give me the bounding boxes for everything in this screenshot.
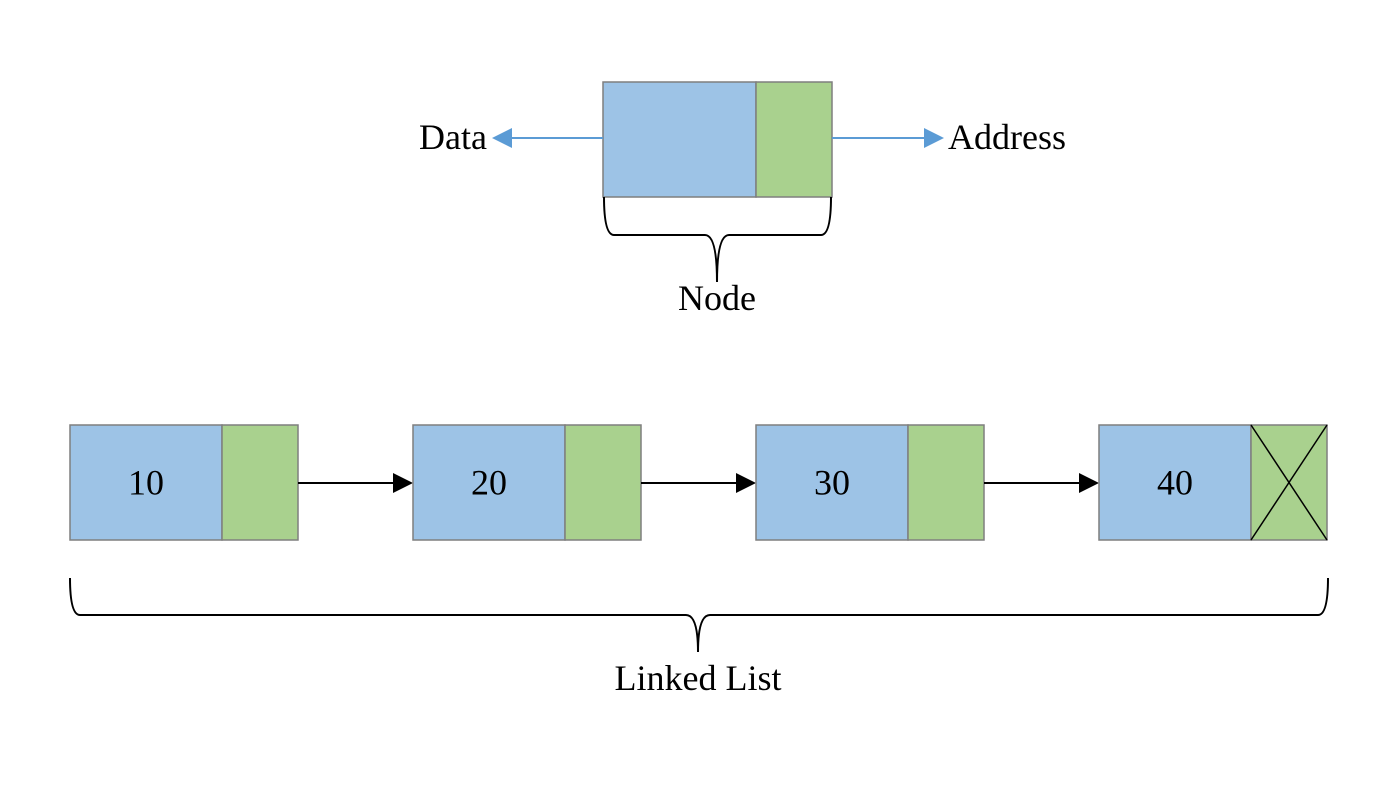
legend-address-label: Address <box>948 117 1066 157</box>
list-node: 10 <box>69 424 299 541</box>
node-label: Node <box>678 278 756 318</box>
node-address-field <box>907 424 985 541</box>
linked-list-brace <box>69 577 1329 653</box>
node-data-field <box>412 424 566 541</box>
list-node: 40 <box>1098 424 1328 541</box>
legend-address-field <box>755 81 833 198</box>
list-node: 20 <box>412 424 642 541</box>
null-pointer-x-icon <box>1250 424 1328 541</box>
node-data-field <box>1098 424 1252 541</box>
node-value: 20 <box>471 463 507 503</box>
node-value: 40 <box>1157 463 1193 503</box>
node-value: 30 <box>814 463 850 503</box>
linked-list-label: Linked List <box>615 658 782 698</box>
list-node: 30 <box>755 424 985 541</box>
legend-node <box>602 81 833 198</box>
linked-list: 10 20 30 40 <box>69 424 1328 541</box>
node-address-field <box>564 424 642 541</box>
node-value: 10 <box>128 463 164 503</box>
legend-data-field <box>602 81 757 198</box>
node-brace <box>603 196 832 283</box>
node-address-field <box>221 424 299 541</box>
node-data-field <box>755 424 909 541</box>
node-data-field <box>69 424 223 541</box>
legend-data-label: Data <box>419 117 487 157</box>
